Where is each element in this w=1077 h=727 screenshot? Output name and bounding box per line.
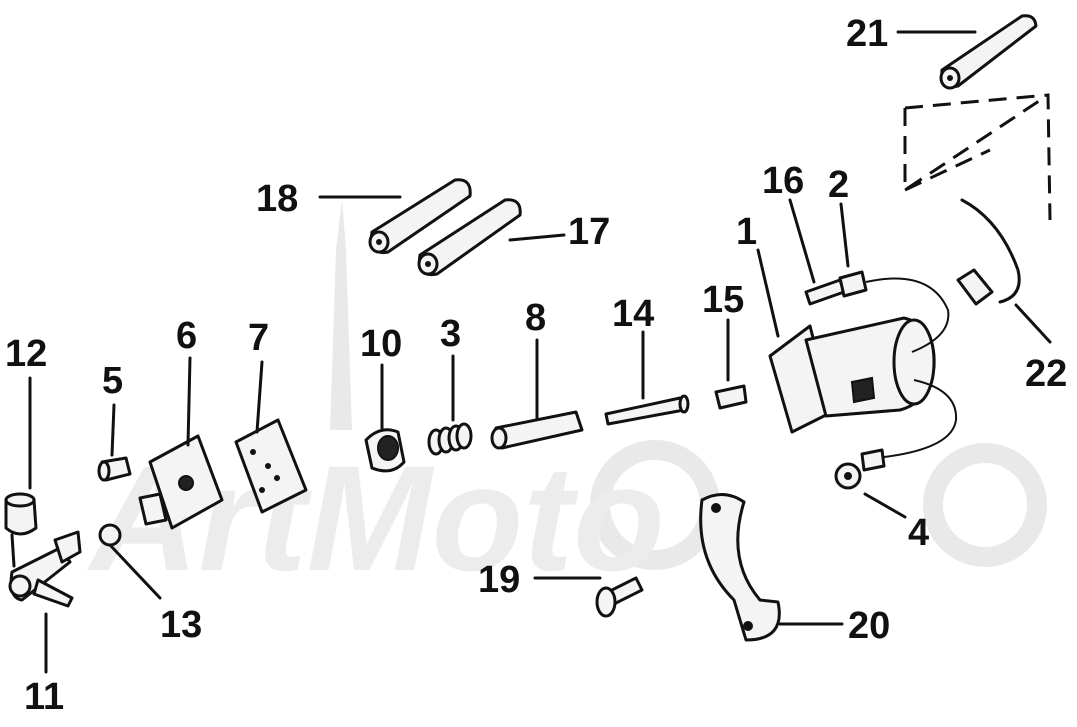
callout-7: 7	[248, 317, 269, 359]
part-2-16-connector	[804, 270, 950, 353]
callout-2: 2	[828, 164, 849, 206]
leader-lines	[10, 30, 1052, 674]
callout-10: 10	[360, 323, 402, 365]
callout-21: 21	[846, 13, 888, 55]
callout-14: 14	[612, 293, 654, 335]
part-8-sleeve	[490, 410, 584, 450]
watermark-wheel-left-hub	[610, 460, 700, 550]
part-15-spring	[714, 384, 748, 410]
part-5-screw	[97, 456, 132, 482]
dashed-connection-box	[903, 93, 1052, 221]
callout-3: 3	[440, 313, 461, 355]
callout-4: 4	[908, 512, 929, 554]
callout-labels: 21 18 17 16 2 1 22 12 5 6 7 10 3 8 14 15…	[5, 13, 1067, 718]
watermark-spire	[330, 200, 352, 430]
callout-8: 8	[525, 297, 546, 339]
callout-18: 18	[256, 178, 298, 220]
callout-16: 16	[762, 160, 804, 202]
watermark-wheel-right-hub	[943, 463, 1027, 547]
part-10-nut	[364, 428, 406, 473]
part-20-clamp	[699, 493, 781, 642]
part-12-cap	[4, 492, 38, 536]
part-19-screw	[595, 576, 644, 618]
callout-20: 20	[848, 605, 890, 647]
part-11-valve	[8, 530, 82, 608]
part-3-spring	[427, 422, 473, 456]
callout-22: 22	[1025, 353, 1067, 395]
callout-19: 19	[478, 559, 520, 601]
part-1-solenoid	[768, 316, 936, 434]
part-17-tube	[417, 198, 522, 277]
callout-17: 17	[568, 211, 610, 253]
part-14-plunger	[604, 394, 690, 426]
callout-6: 6	[176, 315, 197, 357]
callout-1: 1	[736, 211, 757, 253]
part-21-tube	[939, 14, 1038, 90]
part-7-gasket	[234, 418, 308, 514]
callout-12: 12	[5, 333, 47, 375]
callout-11: 11	[24, 676, 64, 718]
part-4-ground-wire	[834, 379, 958, 490]
part-13-washer	[98, 523, 122, 547]
part-22-clip	[956, 198, 1021, 306]
callout-15: 15	[702, 279, 744, 321]
part-6-plate	[138, 434, 224, 530]
callout-5: 5	[102, 360, 123, 402]
part-18-tube	[368, 178, 472, 255]
callout-13: 13	[160, 604, 202, 646]
